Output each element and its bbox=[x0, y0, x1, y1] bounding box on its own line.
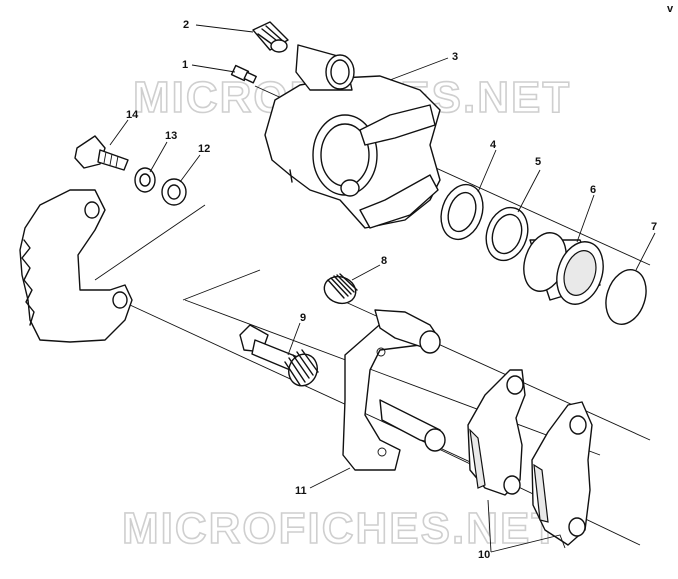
callout-14: 14 bbox=[126, 109, 139, 121]
part-4-seal bbox=[440, 183, 484, 241]
callout-3: 3 bbox=[452, 51, 458, 63]
callout-8: 8 bbox=[381, 255, 387, 267]
callout-5: 5 bbox=[535, 156, 541, 168]
part-2-bleeder-screw bbox=[252, 21, 289, 53]
part-10-brake-pad-inner bbox=[467, 369, 526, 496]
leader-lines bbox=[109, 24, 656, 553]
callout-13: 13 bbox=[165, 130, 177, 142]
callout-6: 6 bbox=[590, 184, 596, 196]
callout-labels: 2 1 3 4 5 6 7 8 9 14 13 12 11 10 bbox=[126, 19, 657, 561]
callout-1: 1 bbox=[182, 59, 188, 71]
part-1-fitting bbox=[230, 64, 257, 84]
part-12-flat-washer bbox=[161, 178, 187, 206]
callout-9: 9 bbox=[300, 312, 306, 324]
part-13-lock-washer bbox=[134, 167, 156, 193]
part-7-dust-cap bbox=[605, 269, 647, 325]
callout-7: 7 bbox=[651, 221, 657, 233]
part-3-caliper-body bbox=[264, 44, 441, 229]
callout-2: 2 bbox=[183, 19, 189, 31]
callout-10: 10 bbox=[478, 549, 490, 561]
watermark-bottom: MICROFICHES.NET bbox=[122, 504, 560, 553]
part-5-seal bbox=[485, 206, 529, 262]
corner-mark: v bbox=[667, 3, 674, 15]
part-11-anchor-bracket bbox=[342, 309, 446, 471]
callout-12: 12 bbox=[198, 143, 210, 155]
part-10-brake-pad-outer bbox=[531, 401, 593, 546]
callout-4: 4 bbox=[490, 139, 497, 151]
part-8-spring bbox=[323, 273, 358, 305]
mounting-bracket bbox=[19, 189, 133, 343]
part-9-guide-pin bbox=[239, 324, 319, 387]
part-6-piston bbox=[523, 232, 604, 305]
part-14-bolt bbox=[74, 135, 129, 171]
callout-11: 11 bbox=[295, 485, 307, 497]
